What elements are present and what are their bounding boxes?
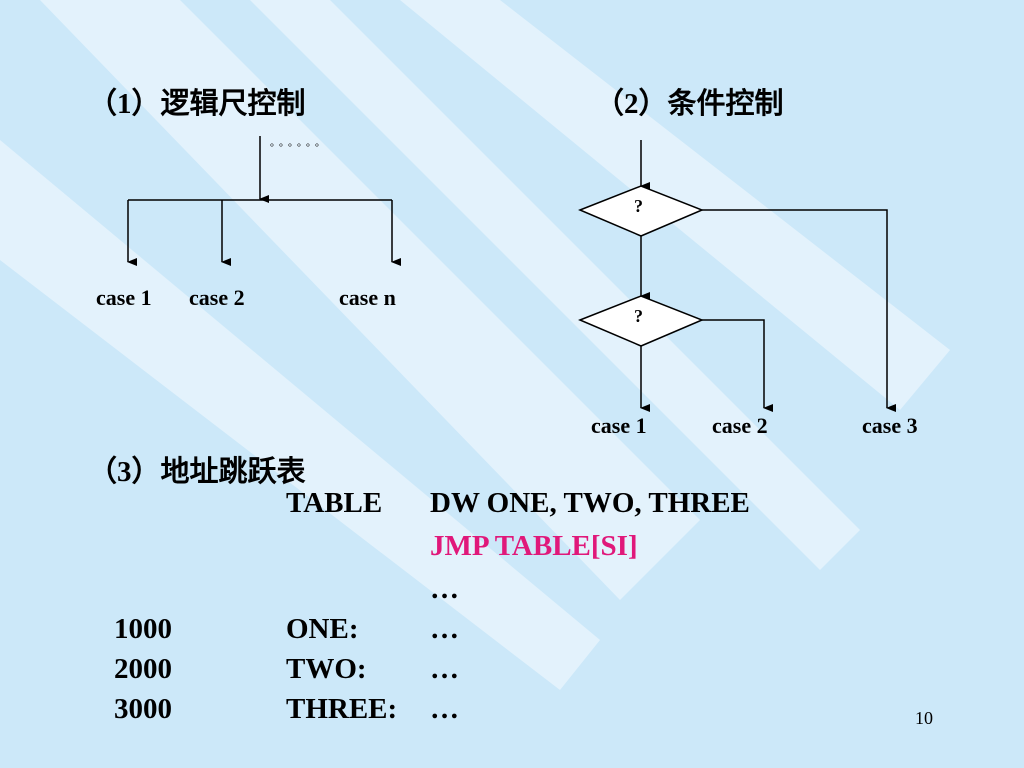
code-body-three: … [430,693,459,725]
decision-2-label: ? [634,306,643,326]
cond-case-1: case 1 [591,413,647,438]
cond-case-2: case 2 [712,413,768,438]
code-addr-1000: 1000 [114,613,172,645]
code-label-two: TWO: [286,653,367,685]
logic-case-2: case 2 [189,285,245,310]
code-jmp-instruction: JMP TABLE[SI] [430,530,638,562]
logic-scale-diagram [127,136,401,266]
code-addr-2000: 2000 [114,653,172,685]
code-body-one: … [430,613,459,645]
logic-case-n: case n [339,285,396,310]
logic-case-1: case 1 [96,285,152,310]
heading-jump-table: （3）地址跳跃表 [88,456,306,488]
code-label-three: THREE: [286,693,398,725]
condition-diagram [578,140,896,412]
decision-1-label: ? [634,196,643,216]
code-table-label: TABLE [286,487,383,519]
cond-branch-case3 [702,209,896,412]
heading-condition-control: （2）条件控制 [595,88,784,120]
code-ellipsis: … [430,573,459,605]
code-dw-instruction: DW ONE, TWO, THREE [430,487,750,519]
page-number: 10 [915,708,933,728]
logic-dots: 。。。。。。 [270,138,329,149]
cond-branch-case2 [702,319,773,412]
code-body-two: … [430,653,459,685]
heading-logic-control: （1）逻辑尺控制 [88,88,306,120]
code-label-one: ONE: [286,613,359,645]
code-addr-3000: 3000 [114,693,172,725]
cond-case-3: case 3 [862,413,918,438]
